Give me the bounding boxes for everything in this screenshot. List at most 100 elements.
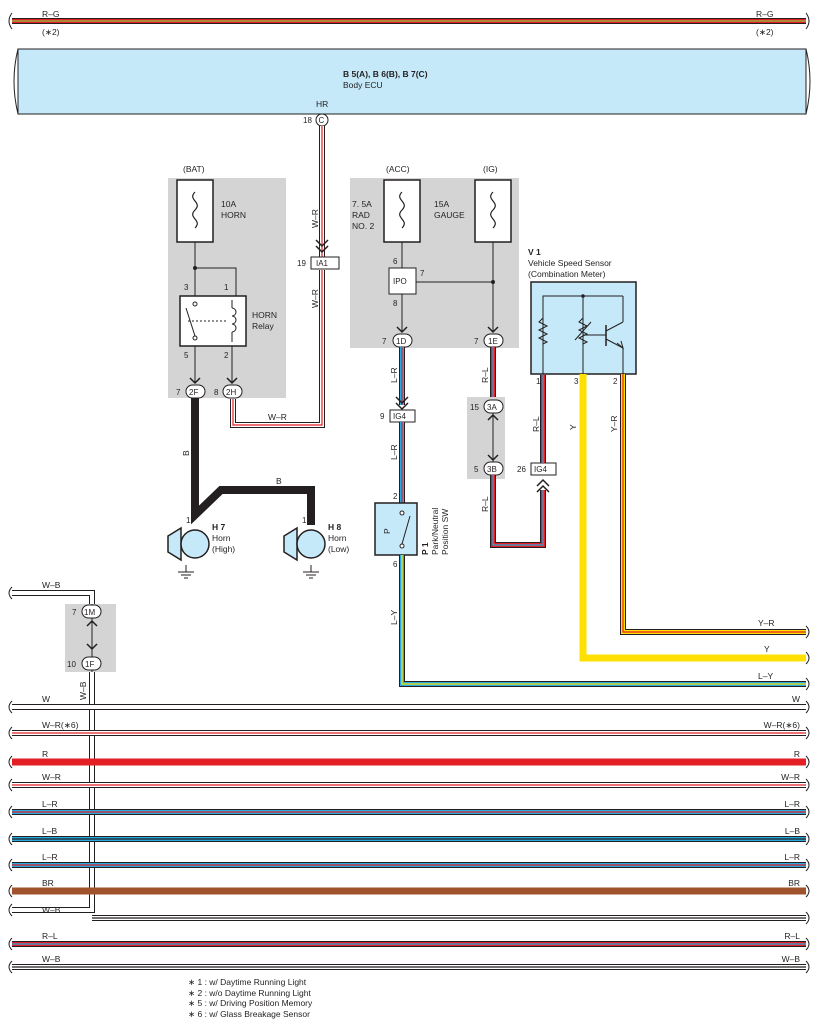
acc-supply: (ACC) <box>386 164 410 174</box>
horn-relay-word: Relay <box>252 321 274 331</box>
bus-label-right-4: L–R <box>784 799 800 809</box>
pnp-code: P 1 <box>420 542 430 555</box>
vss-pin1: 1 <box>536 377 541 386</box>
vss-pin2: 2 <box>613 377 618 386</box>
conn-3B-pin: 5 <box>474 465 479 474</box>
bus-label-left-7: BR <box>42 878 54 888</box>
conn-2H-pin: 8 <box>214 388 219 397</box>
horn-ground-wires: B B <box>181 398 315 525</box>
footnotes: ∗ 1 : w/ Daytime Running Light ∗ 2 : w/o… <box>188 977 312 1019</box>
horn-supply: (BAT) <box>183 164 205 174</box>
gauge-fuse-amp: 15A <box>434 199 449 209</box>
rad-fuse-amp: 7. 5A <box>352 199 372 209</box>
ig4-a-pin: 9 <box>380 412 385 421</box>
right-output-yr: Y–R <box>758 618 775 628</box>
pnp-pin6: 6 <box>393 560 398 569</box>
bus-label-left-10: W–B <box>42 954 61 964</box>
rl-label-1: R–L <box>480 367 490 383</box>
horn-fuse <box>176 179 214 243</box>
conn-1M-pin: 7 <box>72 608 77 617</box>
top-wire-label-right: R–G <box>756 9 773 19</box>
ipo-pin8: 8 <box>393 299 398 308</box>
bus-label-right-9: R–L <box>784 931 800 941</box>
rl-wire: R–L 3A 15 3B 5 R–L IG4 26 R–L <box>467 347 557 548</box>
vss-pin3: 3 <box>574 377 579 386</box>
vss-sub: (Combination Meter) <box>528 269 606 279</box>
conn-2F-pin: 7 <box>176 388 181 397</box>
bus-label-right-1: W–R(∗6) <box>764 720 801 730</box>
horn-high-sub: (High) <box>212 544 235 554</box>
ipo-label: IPO <box>393 277 407 286</box>
horn-low-sub: (Low) <box>328 544 349 554</box>
horn-high-code: H 7 <box>212 522 226 532</box>
bus-label-left-0: W <box>42 694 50 704</box>
y-label-1: Y <box>568 424 578 430</box>
ipo-block <box>388 267 417 295</box>
pnp-name1: Park/Neutral <box>430 508 440 555</box>
ia1-pin: 19 <box>297 259 306 268</box>
wr-ecu-wire: W–R W–R W–R IA1 19 <box>230 126 340 428</box>
wr-wire-label-3: W–R <box>268 412 287 422</box>
bus-label-right-2: R <box>794 749 800 759</box>
left-wb-junction: 1M 7 1F 10 W–B W–B <box>8 580 116 917</box>
relay-pin2: 2 <box>224 351 229 360</box>
horn-high: 1 H 7 Horn (High) <box>167 516 235 579</box>
ipo-pin7: 7 <box>420 269 425 278</box>
vss-name: Vehicle Speed Sensor <box>528 258 612 268</box>
ig4-b-label: IG4 <box>534 465 547 474</box>
ig4-a-label: IG4 <box>393 412 406 421</box>
vss-output-wires: Y Y–R Y–R Y L–Y <box>568 374 810 691</box>
pnp-name2: Position SW <box>440 509 450 555</box>
conn-1M-label: 1M <box>84 608 95 617</box>
conn-2F-label: 2F <box>189 388 198 397</box>
ecu-name: Body ECU <box>343 80 383 90</box>
yr-label-1: Y–R <box>609 415 619 432</box>
rad-fuse-name: RAD <box>352 210 370 220</box>
bus-label-left-4: L–R <box>42 799 58 809</box>
wb-label-vert: W–B <box>78 681 88 700</box>
rl-label-3: R–L <box>531 416 541 432</box>
horn-fuse-box: (BAT) 10A HORN HORN Relay 3 1 5 2 2F 2H … <box>168 164 286 399</box>
gauge-fuse-name: GAUGE <box>434 210 465 220</box>
bus-label-right-6: L–R <box>784 852 800 862</box>
bus-label-right-10: W–B <box>782 954 801 964</box>
rad-fuse <box>383 179 421 243</box>
horn-high-pin: 1 <box>186 516 191 525</box>
conn-1F <box>81 656 102 671</box>
bus-label-right-0: W <box>792 694 800 704</box>
relay-pin3: 3 <box>184 283 189 292</box>
right-output-y: Y <box>764 644 770 654</box>
body-ecu: B 5(A), B 6(B), B 7(C) Body ECU HR 18 C <box>13 48 811 127</box>
relay-pin5: 5 <box>184 351 189 360</box>
pnp-contact: P <box>382 528 392 534</box>
relay-pin1: 1 <box>224 283 229 292</box>
top-wire-note-left: (∗2) <box>42 27 60 37</box>
ipo-pin6: 6 <box>393 257 398 266</box>
footnote-3: ∗ 5 : w/ Driving Position Memory <box>188 998 313 1009</box>
bus-label-left-3: W–R <box>42 772 61 782</box>
bus-label-left-5: L–B <box>42 826 57 836</box>
meter-fuse-box: (ACC) (IG) 7. 5A RAD NO. 2 15A GAUGE IPO… <box>350 164 519 348</box>
vss-code: V 1 <box>528 247 541 257</box>
top-wire-label-left: R–G <box>42 9 59 19</box>
conn-3A-label: 3A <box>487 403 497 412</box>
top-wire: R–G R–G (∗2) (∗2) <box>8 9 810 37</box>
conn-2H-label: 2H <box>226 388 236 397</box>
ecu-pin: 18 <box>303 116 312 125</box>
b-wire-label-1: B <box>181 450 191 456</box>
footnote-1: ∗ 1 : w/ Daytime Running Light <box>188 977 307 987</box>
ecu-terminal-label: HR <box>316 99 328 109</box>
lr-label-1: L–R <box>389 367 399 383</box>
wr-wire-label-1: W–R <box>310 209 320 228</box>
conn-1M <box>81 604 102 619</box>
horn-high-name: Horn <box>212 533 231 543</box>
rad-fuse-name2: NO. 2 <box>352 221 374 231</box>
pnp-switch: P 2 6 P 1 Park/Neutral Position SW <box>374 492 450 569</box>
footnote-4: ∗ 6 : w/ Glass Breakage Sensor <box>188 1008 310 1019</box>
wr-wire-label-2: W–R <box>310 289 320 308</box>
ly-label-1: L–Y <box>389 610 399 625</box>
